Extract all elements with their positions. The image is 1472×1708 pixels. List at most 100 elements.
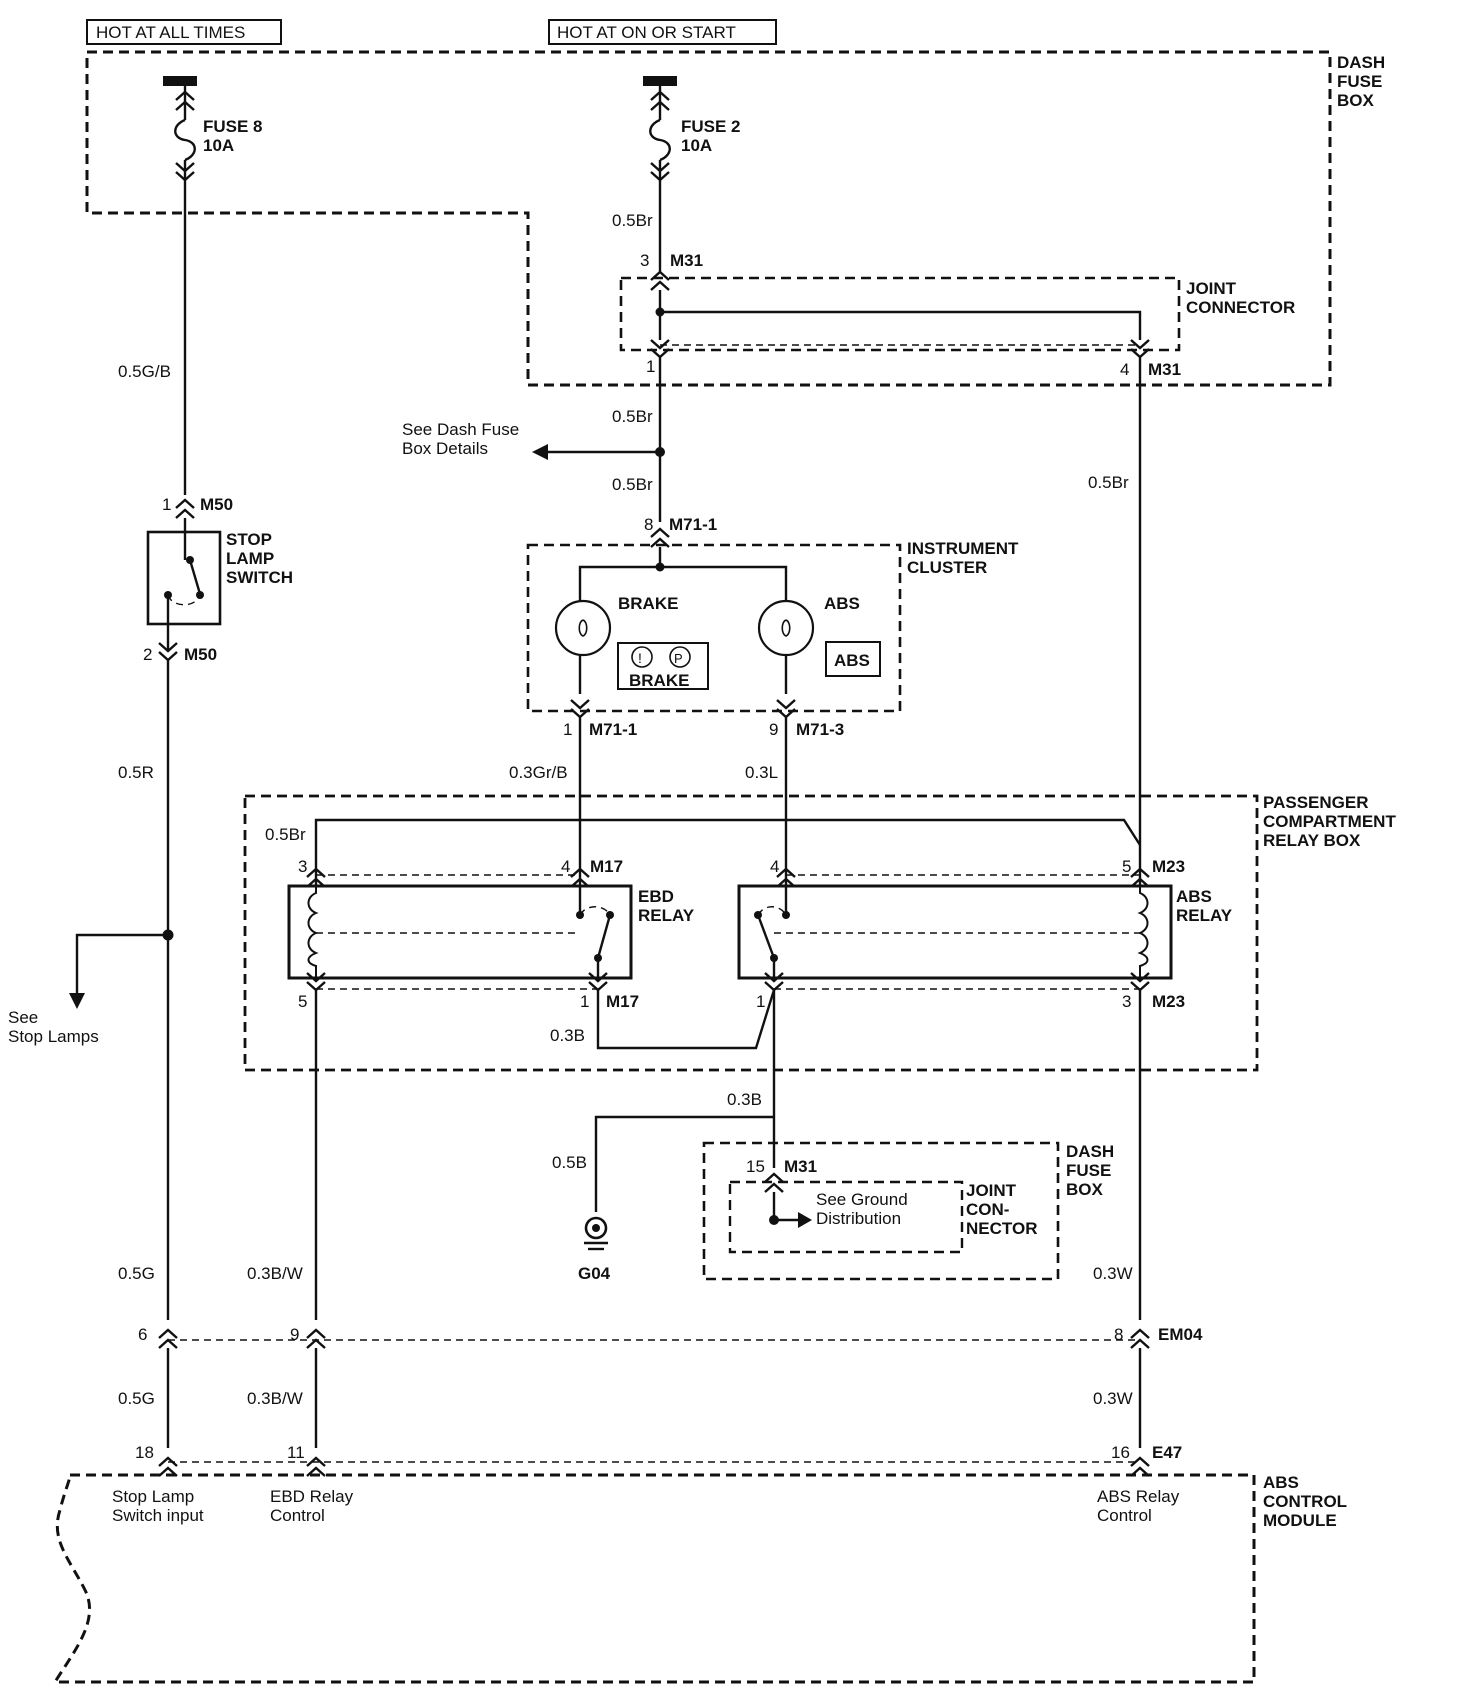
conn-m17-top: M17 bbox=[590, 857, 623, 876]
pin-m50-2: 2 bbox=[143, 645, 152, 664]
see-ground-1: See Ground bbox=[816, 1190, 908, 1209]
joint-connector-2-label-3: NECTOR bbox=[966, 1219, 1037, 1238]
pin-m23-3: 3 bbox=[1122, 992, 1131, 1011]
wire-05br-relay-bus bbox=[314, 818, 1142, 860]
see-stop-lamps-1: See bbox=[8, 1008, 38, 1027]
pin-m71-8: 8 bbox=[644, 515, 653, 534]
svg-text:P: P bbox=[674, 651, 683, 666]
dash-fuse-box-label-1: DASH bbox=[1337, 53, 1385, 72]
wire-label-03bw-1: 0.3B/W bbox=[247, 1264, 303, 1283]
stop-lamp-switch-label-1: STOP bbox=[226, 530, 272, 549]
dash-fuse-box-2-label-3: BOX bbox=[1066, 1180, 1104, 1199]
joint-connector-label-2: CONNECTOR bbox=[1186, 298, 1295, 317]
joint-bridge bbox=[660, 310, 1142, 340]
wire-label-05br-4: 0.5Br bbox=[1088, 473, 1129, 492]
dash-fuse-box-label-3: BOX bbox=[1337, 91, 1375, 110]
wire-label-03grb: 0.3Gr/B bbox=[509, 763, 568, 782]
pin-em04-8: 8 bbox=[1114, 1325, 1123, 1344]
brake-lamp-icon bbox=[554, 599, 612, 657]
pin-em04-9: 9 bbox=[290, 1325, 299, 1344]
pin-e47-18: 18 bbox=[135, 1443, 154, 1462]
m50-pin1-terminal bbox=[175, 498, 195, 519]
conn-m17-bottom: M17 bbox=[606, 992, 639, 1011]
fuse-2-rating: 10A bbox=[681, 136, 712, 155]
hot-at-all-times-label: HOT AT ALL TIMES bbox=[96, 23, 245, 42]
fuse-2-name: FUSE 2 bbox=[681, 117, 741, 136]
wire-label-03l: 0.3L bbox=[745, 763, 778, 782]
dash-fuse-box-outline bbox=[85, 50, 1332, 387]
joint-connector-label-1: JOINT bbox=[1186, 279, 1237, 298]
em04-pin9-terminal bbox=[306, 1328, 326, 1349]
wire-label-05r: 0.5R bbox=[118, 763, 154, 782]
instrument-cluster-label-2: CLUSTER bbox=[907, 558, 987, 577]
pin-m31-3: 3 bbox=[640, 251, 649, 270]
wire-label-03bw-2: 0.3B/W bbox=[247, 1389, 303, 1408]
pin-m23-4: 4 bbox=[770, 857, 779, 876]
ebd-relay-label-2: RELAY bbox=[638, 906, 695, 925]
abs-relay-body bbox=[737, 884, 1173, 980]
instrument-cluster-label-1: INSTRUMENT bbox=[907, 539, 1019, 558]
wire-to-stop-lamps bbox=[75, 933, 168, 995]
pin-m31-4: 4 bbox=[1120, 360, 1129, 379]
brake-symbol-text: BRAKE bbox=[629, 671, 689, 690]
conn-m71-1-bottom: M71-1 bbox=[589, 720, 637, 739]
wire-03b-relay-link bbox=[596, 989, 776, 1050]
brake-symbol: ! P bbox=[617, 642, 709, 690]
module-pin-ebd-2: Control bbox=[270, 1506, 325, 1525]
conn-m71-1-top: M71-1 bbox=[669, 515, 717, 534]
e47-pin18-terminal bbox=[158, 1456, 178, 1477]
brake-lamp-label: BRAKE bbox=[618, 594, 678, 613]
pin-m23-5: 5 bbox=[1122, 857, 1131, 876]
pin-m71-1: 1 bbox=[563, 720, 572, 739]
pin-m17-3: 3 bbox=[298, 857, 307, 876]
ebd-relay-coil bbox=[307, 887, 580, 978]
abs-relay-contact bbox=[754, 887, 790, 978]
fuse-8-name: FUSE 8 bbox=[203, 117, 263, 136]
wire-label-05gb: 0.5G/B bbox=[118, 362, 171, 381]
bus-bar-fuse2 bbox=[643, 76, 677, 86]
ebd-relay-label-1: EBD bbox=[638, 887, 674, 906]
m31-pin3-terminal bbox=[650, 270, 670, 291]
pin-m50-1: 1 bbox=[162, 495, 171, 514]
see-stop-lamps-2: Stop Lamps bbox=[8, 1027, 99, 1046]
pin-m17-4: 4 bbox=[561, 857, 570, 876]
fuse-8 bbox=[174, 86, 196, 185]
arrow-right-icon bbox=[798, 1212, 812, 1228]
pin-m17-1: 1 bbox=[580, 992, 589, 1011]
conn-m50-bottom: M50 bbox=[184, 645, 217, 664]
wire-label-05g-1: 0.5G bbox=[118, 1264, 155, 1283]
stop-lamp-switch-label-3: SWITCH bbox=[226, 568, 293, 587]
abs-module-label-3: MODULE bbox=[1263, 1511, 1337, 1530]
fuse-2 bbox=[649, 86, 671, 185]
hot-at-on-or-start-box bbox=[548, 19, 777, 45]
abs-module-label-2: CONTROL bbox=[1263, 1492, 1347, 1511]
conn-m50-top: M50 bbox=[200, 495, 233, 514]
e47-pin11-terminal bbox=[306, 1456, 326, 1477]
fuse-8-rating: 10A bbox=[203, 136, 234, 155]
pin-m31-15: 15 bbox=[746, 1157, 765, 1176]
abs-lamp-icon bbox=[757, 599, 815, 657]
conn-m23-bottom: M23 bbox=[1152, 992, 1185, 1011]
conn-em04: EM04 bbox=[1158, 1325, 1203, 1344]
joint-connector-2-outline bbox=[728, 1180, 964, 1254]
ebd-relay-body bbox=[287, 884, 633, 980]
wire-label-05br-1: 0.5Br bbox=[612, 211, 653, 230]
ebd-relay-contact bbox=[576, 887, 614, 978]
instrument-cluster-outline bbox=[526, 543, 902, 713]
module-pin-abs-1: ABS Relay bbox=[1097, 1487, 1180, 1506]
module-pin-stop-lamp-1: Stop Lamp bbox=[112, 1487, 194, 1506]
m31-pin4-terminal bbox=[1130, 339, 1150, 359]
wire-label-03w-1: 0.3W bbox=[1093, 1264, 1133, 1283]
module-pin-ebd-1: EBD Relay bbox=[270, 1487, 354, 1506]
wire-label-05br-2: 0.5Br bbox=[612, 407, 653, 426]
m71-3-pin9-terminal bbox=[776, 699, 796, 719]
abs-module-label-1: ABS bbox=[1263, 1473, 1299, 1492]
abs-symbol bbox=[825, 641, 881, 677]
em04-pin8-terminal bbox=[1130, 1328, 1150, 1349]
wire-label-05br-5: 0.5Br bbox=[265, 825, 306, 844]
pin-e47-11: 11 bbox=[287, 1443, 305, 1462]
see-ground-2: Distribution bbox=[816, 1209, 901, 1228]
hot-at-on-or-start-label: HOT AT ON OR START bbox=[557, 23, 736, 42]
conn-m31-lower: M31 bbox=[784, 1157, 817, 1176]
